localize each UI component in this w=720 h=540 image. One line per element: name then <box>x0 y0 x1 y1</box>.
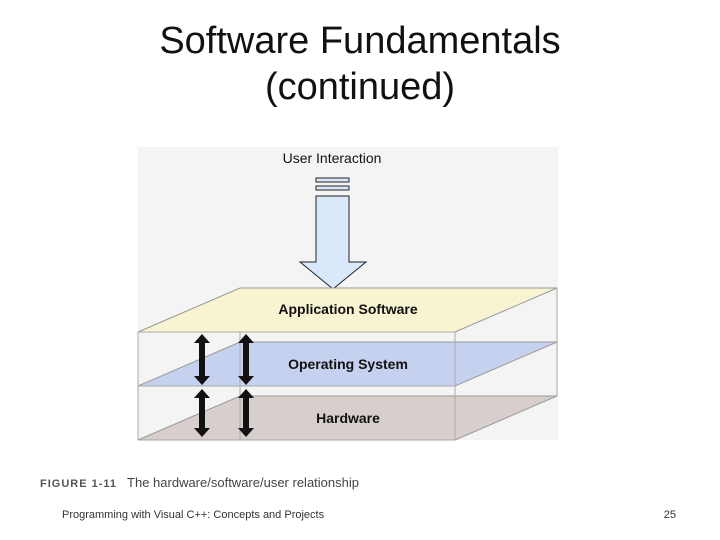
slide-title: Software Fundamentals (continued) <box>0 18 720 110</box>
arrow-shaft <box>298 195 368 290</box>
user-interaction-label: User Interaction <box>283 150 382 166</box>
footer-page-number: 25 <box>663 509 676 521</box>
title-line-1: Software Fundamentals <box>159 20 561 62</box>
operating-system-label: Operating System <box>288 356 408 372</box>
layer-communication-arrows-lower <box>194 389 254 437</box>
hardware-label: Hardware <box>316 410 380 426</box>
title-line-2: (continued) <box>264 66 456 108</box>
user-input-arrow <box>298 177 368 290</box>
figure-caption-text: The hardware/software/user relationship <box>127 475 359 490</box>
figure-number: FIGURE 1-11 <box>40 478 118 490</box>
footer-course-title: Programming with Visual C++: Concepts an… <box>62 509 325 521</box>
figure-caption: FIGURE 1-11 The hardware/software/user re… <box>40 475 359 490</box>
layer-communication-arrows-upper <box>194 334 254 385</box>
application-software-label: Application Software <box>278 301 417 317</box>
box-outline <box>137 288 558 441</box>
